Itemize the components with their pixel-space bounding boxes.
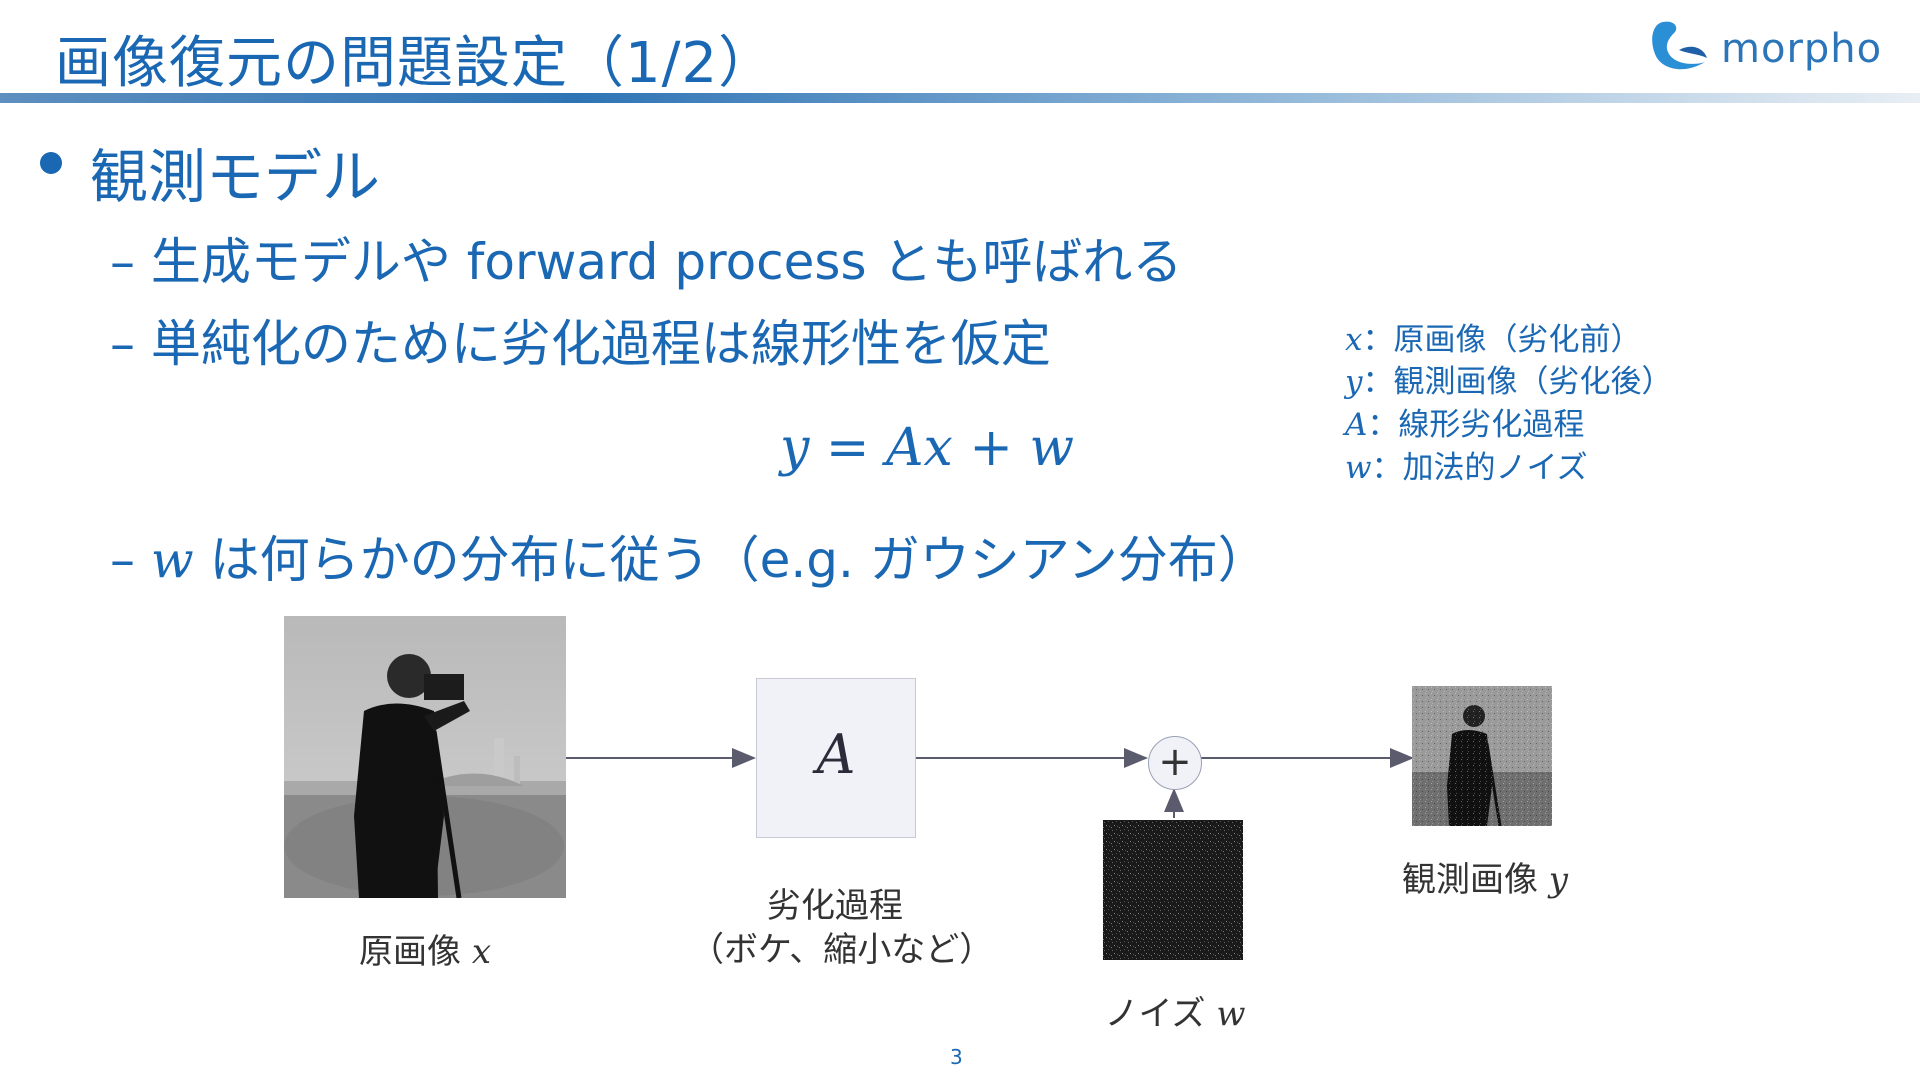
noise-image bbox=[1103, 820, 1243, 960]
morpho-logo: morpho bbox=[1645, 14, 1881, 84]
operator-box: A bbox=[756, 678, 916, 838]
legend-var: A bbox=[1345, 407, 1368, 443]
logo-text: morpho bbox=[1721, 26, 1883, 72]
bullet-main: 観測モデル bbox=[90, 143, 381, 211]
original-image bbox=[284, 616, 566, 898]
original-var: x bbox=[471, 932, 491, 972]
slide-title: 画像復元の問題設定（1/2） bbox=[55, 31, 776, 96]
title-underline bbox=[0, 93, 1920, 103]
original-caption: 原画像 x bbox=[330, 924, 520, 973]
observed-caption: 観測画像 y bbox=[1385, 852, 1585, 901]
legend-var: y bbox=[1345, 364, 1363, 400]
observed-image bbox=[1412, 686, 1552, 826]
noise-label: ノイズ bbox=[1104, 994, 1206, 1034]
equation: y = Ax + w bbox=[780, 418, 1075, 478]
legend-item-x: x：原画像（劣化前） bbox=[1345, 314, 1641, 359]
legend-item-w: w：加法的ノイズ bbox=[1345, 442, 1588, 487]
plus-node: + bbox=[1148, 736, 1202, 790]
noise-var: w bbox=[1216, 994, 1246, 1034]
legend-desc: ：観測画像（劣化後） bbox=[1362, 364, 1673, 400]
bullet-sub-2: – 単純化のために劣化過程は線形性を仮定 bbox=[110, 315, 1051, 373]
morpho-logo-icon bbox=[1652, 21, 1707, 70]
legend-desc: ：線形劣化過程 bbox=[1367, 407, 1585, 443]
legend-item-y: y：観測画像（劣化後） bbox=[1345, 356, 1673, 401]
noise-caption: ノイズ w bbox=[1090, 986, 1260, 1035]
bullet-sub-3-text: は何らかの分布に従う（e.g. ガウシアン分布） bbox=[209, 531, 1268, 589]
operator-label-2: （ボケ、縮小など） bbox=[690, 930, 994, 970]
observed-var: y bbox=[1548, 860, 1569, 900]
legend-desc: ：加法的ノイズ bbox=[1371, 450, 1588, 486]
operator-symbol: A bbox=[816, 723, 856, 786]
bullet-sub-3: – w は何らかの分布に従う（e.g. ガウシアン分布） bbox=[110, 520, 1268, 592]
operator-label-1: 劣化過程 bbox=[767, 886, 903, 926]
legend-item-A: A：線形劣化過程 bbox=[1345, 399, 1584, 444]
bullet-sub-3-dash: – bbox=[110, 531, 135, 589]
legend-var: x bbox=[1345, 322, 1363, 358]
bullet-sub-1: – 生成モデルや forward process とも呼ばれる bbox=[110, 233, 1183, 291]
legend-desc: ：原画像（劣化前） bbox=[1362, 322, 1642, 358]
original-label: 原画像 bbox=[359, 932, 461, 972]
legend-var: w bbox=[1345, 450, 1372, 486]
page-number: 3 bbox=[950, 1045, 963, 1069]
observed-label: 観測画像 bbox=[1401, 860, 1538, 900]
bullet-dot bbox=[40, 152, 62, 174]
bullet-sub-3-var: w bbox=[150, 531, 194, 589]
